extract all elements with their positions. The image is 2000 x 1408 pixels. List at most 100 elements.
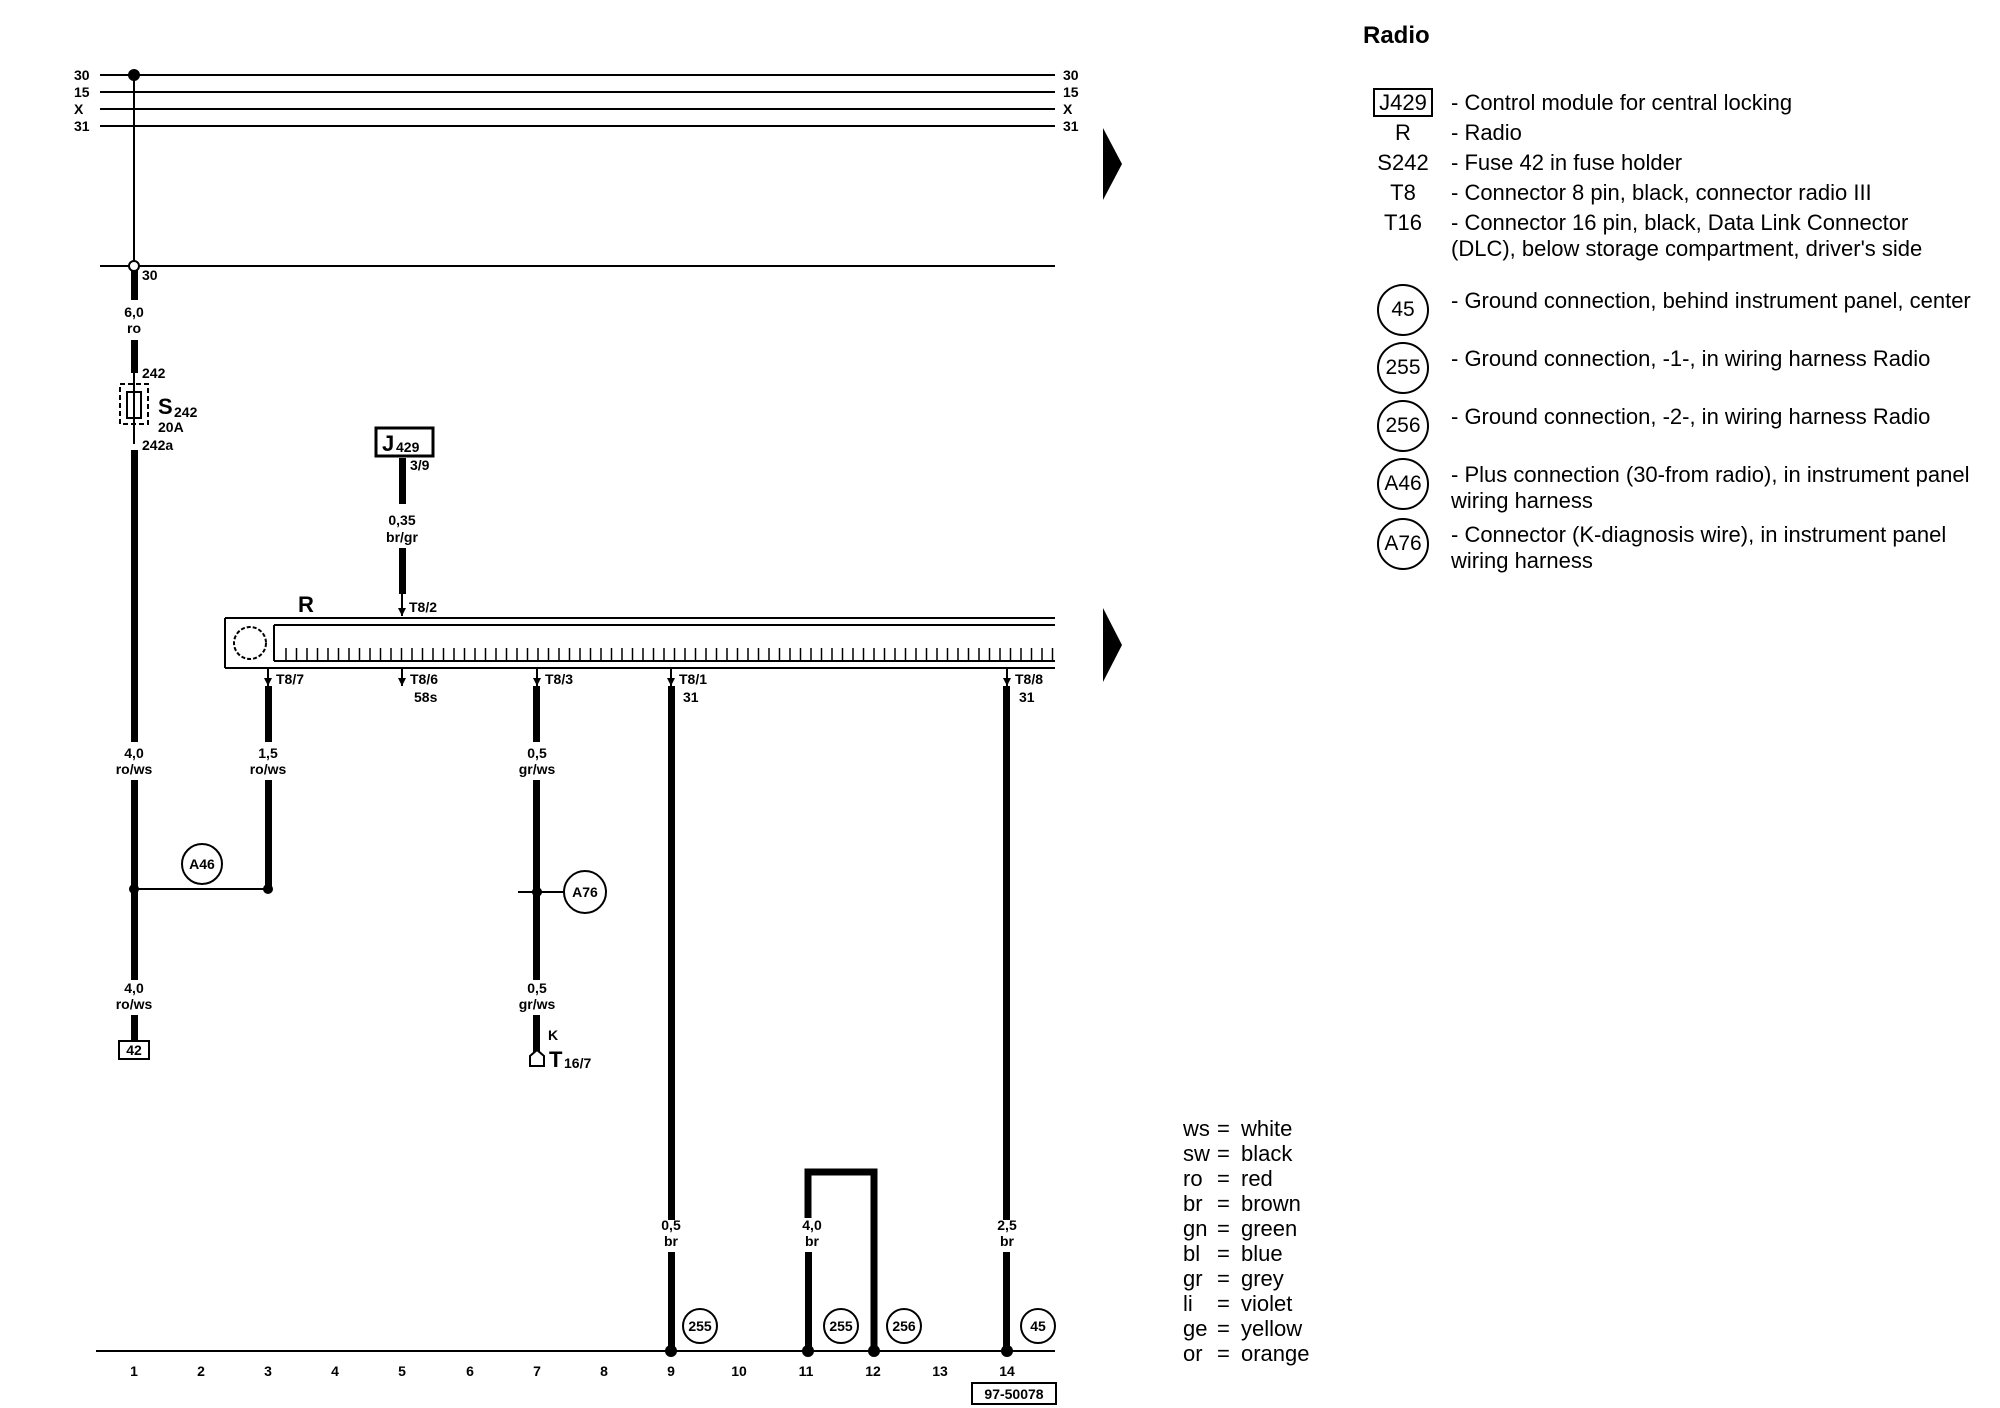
color-abbr: sw xyxy=(1183,1141,1210,1166)
equals-sign: = xyxy=(1217,1241,1230,1266)
color-abbr: li xyxy=(1183,1291,1193,1316)
bus-label-x-left: X xyxy=(74,101,84,117)
pin-t86-sub: 58s xyxy=(414,689,438,705)
t16-name: T xyxy=(549,1047,563,1072)
legend-row: R - Radio xyxy=(1363,120,1973,146)
ground-255-track11-label: 255 xyxy=(829,1318,853,1334)
bus-label-31-right: 31 xyxy=(1063,118,1079,134)
junction-dot-track9-ground xyxy=(665,1345,677,1357)
bus-label-31-left: 31 xyxy=(74,118,90,134)
t16-sub: 16/7 xyxy=(564,1055,591,1071)
equals-sign: = xyxy=(1217,1141,1230,1166)
color-name: orange xyxy=(1241,1341,1310,1366)
legend-desc: - Control module for central locking xyxy=(1451,90,1793,115)
color-key-row: br = brown xyxy=(1183,1191,1310,1216)
track-number: 2 xyxy=(197,1363,205,1379)
color-name: white xyxy=(1241,1116,1293,1141)
equals-sign: = xyxy=(1217,1316,1230,1341)
ref-42-label: 42 xyxy=(126,1042,142,1058)
continuation-arrow-top xyxy=(1103,128,1122,200)
legend-desc: - Connector (K-diagnosis wire), in instr… xyxy=(1451,522,1947,573)
bus-label-15-right: 15 xyxy=(1063,84,1079,100)
color-key-row: gn=green xyxy=(1183,1216,1310,1241)
junction-dot-track12 xyxy=(868,1345,880,1357)
doc-number-box xyxy=(971,1382,1057,1405)
arrow-head-t82 xyxy=(398,608,406,616)
ground-45-label: 45 xyxy=(1030,1318,1046,1334)
color-name: black xyxy=(1241,1141,1293,1166)
wire-w9-size: 0,5 xyxy=(661,1217,681,1233)
junction-dot-track14 xyxy=(1001,1345,1013,1357)
wire-w14-size: 2,5 xyxy=(997,1217,1017,1233)
pin-t87: T8/7 xyxy=(276,671,304,687)
wire-w7-lower-size: 0,5 xyxy=(527,980,547,996)
ground-256-label: 256 xyxy=(892,1318,916,1334)
equals-sign: = xyxy=(1217,1116,1230,1141)
wire-track11-lower xyxy=(805,1252,812,1351)
wire-loop-11-12 xyxy=(804,1168,878,1351)
legend-code-text: A76 xyxy=(1377,518,1429,570)
bus-label-x-right: X xyxy=(1063,101,1073,117)
terminal-30-label: 30 xyxy=(142,267,158,283)
legend-row: 45- Ground connection, behind instrument… xyxy=(1363,282,1973,338)
color-name: brown xyxy=(1241,1191,1301,1216)
legend-desc: - Plus connection (30-from radio), in in… xyxy=(1451,462,1970,513)
color-key-row: ge=yellow xyxy=(1183,1316,1310,1341)
connector-a46-label: A46 xyxy=(189,856,215,872)
j429-sub: 429 xyxy=(396,439,420,455)
continuation-arrow-middle xyxy=(1103,608,1122,682)
fuse-name: S xyxy=(158,394,173,419)
wire-track3-upper xyxy=(265,686,272,742)
wire-w7-lower-color: gr/ws xyxy=(519,996,556,1012)
legend-code: A46 xyxy=(1363,456,1443,512)
legend-row: A76 - Connector (K-diagnosis wire), in in… xyxy=(1363,516,1973,574)
t16-k-label: K xyxy=(548,1027,558,1043)
pin-t81-sub: 31 xyxy=(683,689,699,705)
color-abbr: ro xyxy=(1183,1166,1203,1191)
track-number: 6 xyxy=(466,1363,474,1379)
fuse-sub: 242 xyxy=(174,404,198,420)
pin-t88-sub: 31 xyxy=(1019,689,1035,705)
radio-pin-arrows xyxy=(267,669,1008,686)
legend-row: A46- Plus connection (30-from radio), in… xyxy=(1363,456,1973,514)
pin-t83: T8/3 xyxy=(545,671,573,687)
j429-pin: 3/9 xyxy=(410,457,430,473)
legend-code: T16 xyxy=(1384,210,1422,235)
legend-desc: - Ground connection, -1-, in wiring harn… xyxy=(1451,346,1931,371)
legend-code-text: J429 xyxy=(1373,88,1433,117)
track-number: 9 xyxy=(667,1363,675,1379)
color-key-row: sw = black xyxy=(1183,1141,1310,1166)
ground-255-track9-label: 255 xyxy=(688,1318,712,1334)
color-abbr: gr xyxy=(1183,1266,1203,1291)
wire-w9-color: br xyxy=(664,1233,679,1249)
wire-w1-lower-size: 4,0 xyxy=(124,980,144,996)
legend-row: T16- Connector 16 pin, black, Data Link … xyxy=(1363,210,1973,262)
track-number: 4 xyxy=(331,1363,339,1379)
junction-dot-track7 xyxy=(532,887,542,897)
bus-label-30-right: 30 xyxy=(1063,67,1079,83)
wire-w1-lower-color: ro/ws xyxy=(116,996,153,1012)
color-name: red xyxy=(1241,1166,1273,1191)
equals-sign: = xyxy=(1217,1191,1230,1216)
j429-name: J xyxy=(382,431,394,456)
doc-number: 97-50078 xyxy=(984,1386,1043,1402)
color-name: grey xyxy=(1241,1266,1284,1291)
legend-code: J429 xyxy=(1363,88,1443,117)
color-abbr: or xyxy=(1183,1341,1203,1366)
pin-t88: T8/8 xyxy=(1015,671,1043,687)
bus-bars xyxy=(96,74,1055,1352)
junction-dot-track11 xyxy=(802,1345,814,1357)
legend-desc: - Radio xyxy=(1451,120,1522,145)
legend-code: R xyxy=(1395,120,1411,145)
connector-t16-symbol xyxy=(529,1048,545,1067)
color-abbr: br xyxy=(1183,1191,1203,1216)
wire-j429-lower xyxy=(399,548,406,594)
equals-sign: = xyxy=(1217,1266,1230,1291)
wire-j429-size: 0,35 xyxy=(388,512,415,528)
legend-desc: - Fuse 42 in fuse holder xyxy=(1451,150,1683,175)
wire-track7-middle xyxy=(533,780,540,980)
wire-track14-upper xyxy=(1003,686,1010,1220)
color-key-row: gr = grey xyxy=(1183,1266,1310,1291)
color-key-row: or=orange xyxy=(1183,1341,1310,1366)
